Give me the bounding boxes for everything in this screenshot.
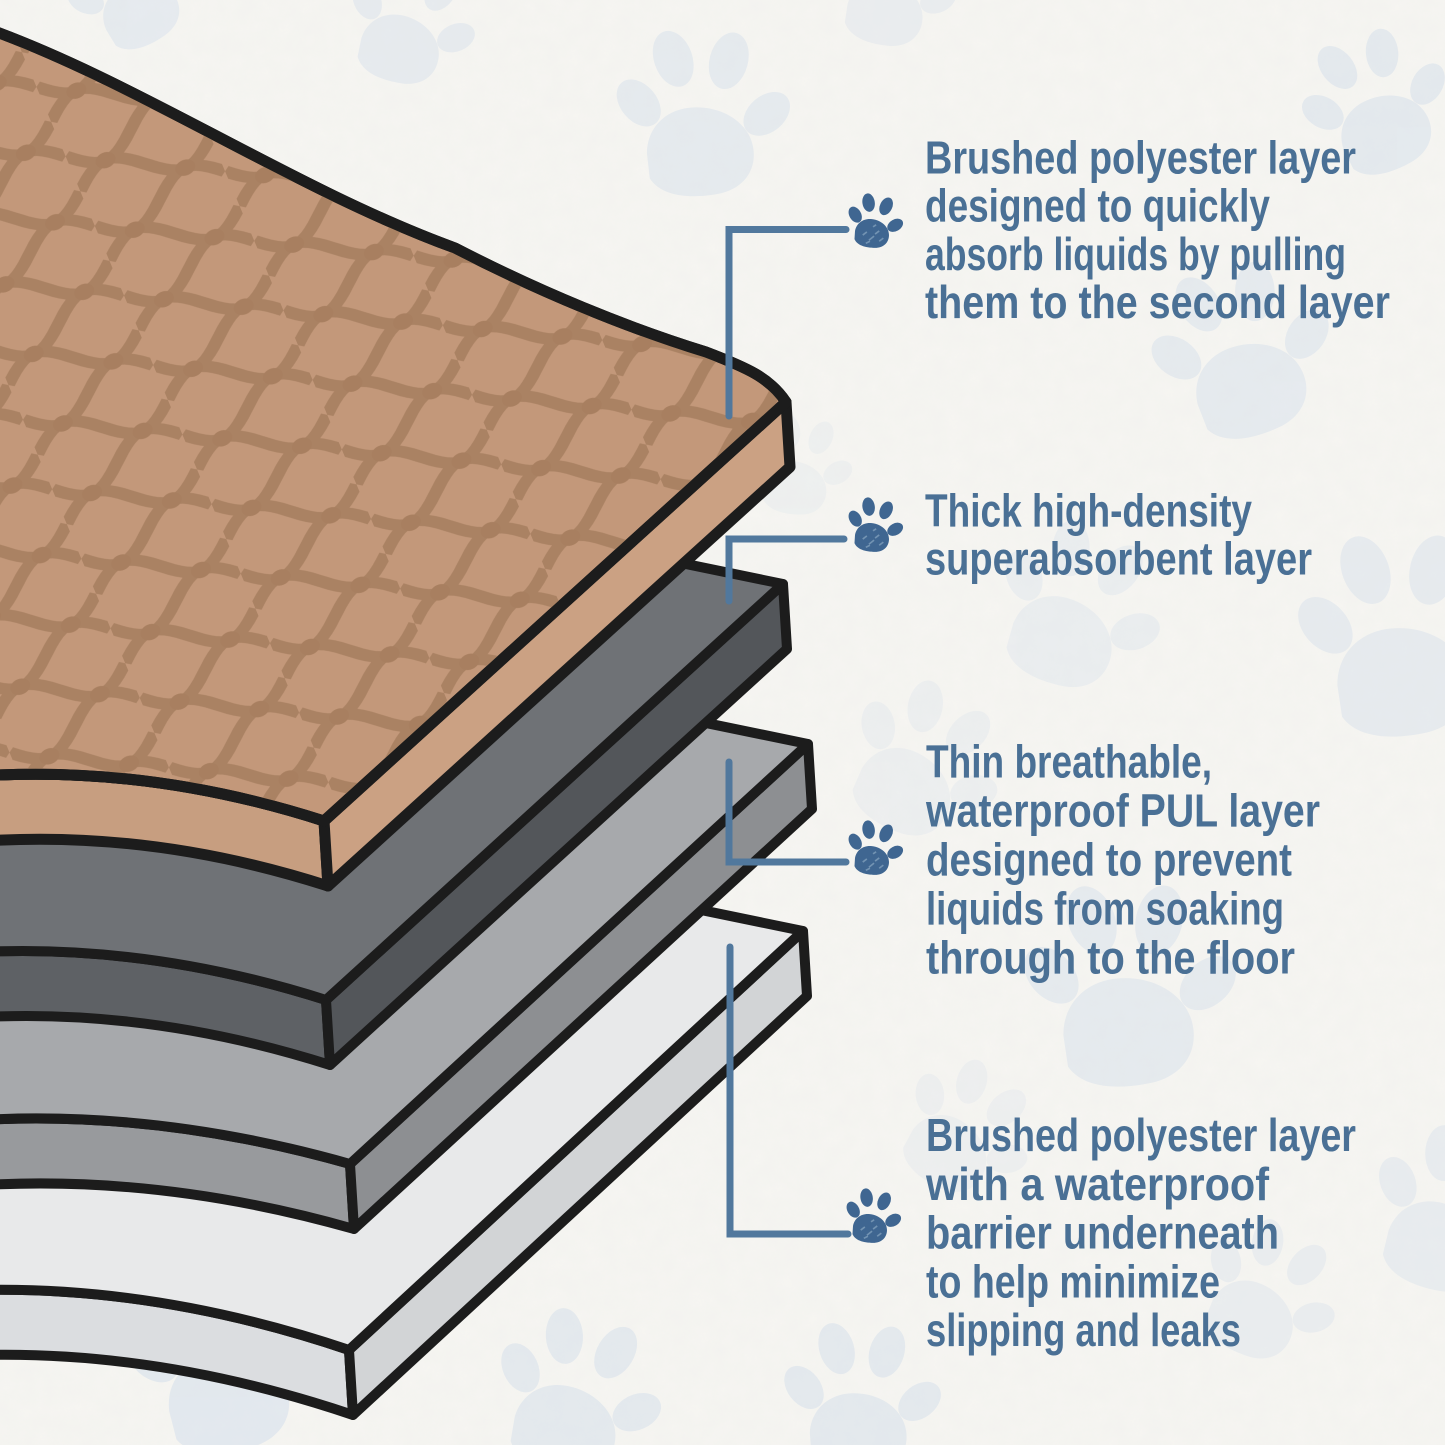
svg-text:superabsorbent layer: superabsorbent layer <box>925 533 1312 585</box>
svg-text:designed to quickly: designed to quickly <box>925 180 1270 232</box>
svg-text:through to the floor: through to the floor <box>926 932 1295 984</box>
svg-text:Thin breathable,: Thin breathable, <box>926 736 1212 788</box>
svg-text:Thick high-density: Thick high-density <box>925 485 1252 537</box>
svg-text:designed to prevent: designed to prevent <box>926 834 1292 886</box>
svg-text:slipping and leaks: slipping and leaks <box>926 1304 1241 1356</box>
svg-text:barrier underneath: barrier underneath <box>926 1207 1279 1259</box>
svg-text:liquids from soaking: liquids from soaking <box>926 883 1284 935</box>
svg-text:with a waterproof: with a waterproof <box>925 1158 1270 1210</box>
svg-text:them to the second layer: them to the second layer <box>925 276 1390 328</box>
svg-text:Brushed polyester layer: Brushed polyester layer <box>926 1109 1356 1161</box>
svg-text:absorb liquids by pulling: absorb liquids by pulling <box>925 228 1346 280</box>
svg-text:Brushed polyester layer: Brushed polyester layer <box>925 132 1356 184</box>
svg-text:waterproof PUL layer: waterproof PUL layer <box>925 785 1320 837</box>
svg-text:to help minimize: to help minimize <box>926 1255 1220 1307</box>
